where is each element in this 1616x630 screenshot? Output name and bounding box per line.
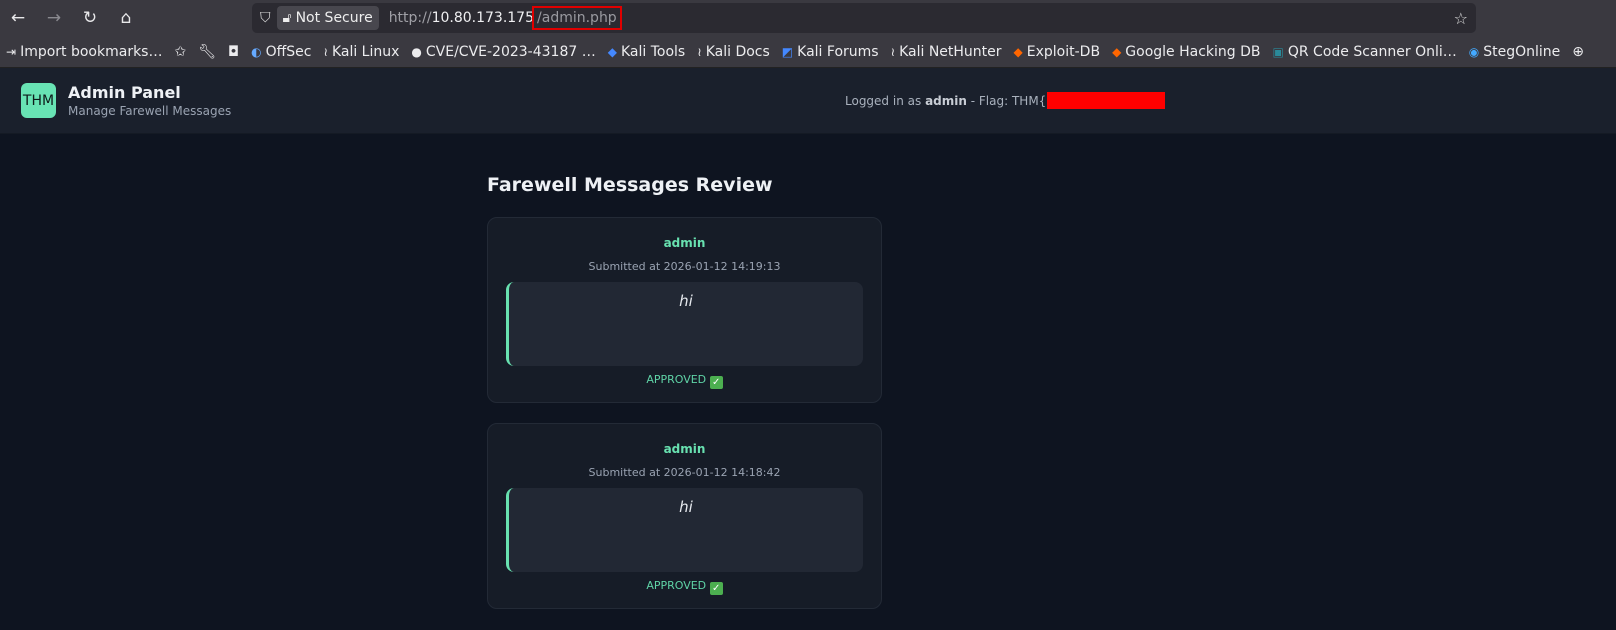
flag-label: - Flag: THM{ bbox=[970, 93, 1047, 108]
flag-redaction bbox=[1047, 92, 1166, 109]
status-label: APPROVED bbox=[646, 579, 707, 592]
messages-section: Farewell Messages Review admin Submitted… bbox=[487, 174, 882, 629]
lock-insecure-icon: 🔓︎ bbox=[282, 10, 292, 26]
bookmark-label: Kali Tools bbox=[620, 43, 686, 60]
bookmark-kali-linux[interactable]: ≀Kali Linux bbox=[323, 44, 399, 60]
url-path: admin.php bbox=[541, 10, 617, 26]
bookmark-kali-nethunter[interactable]: ≀Kali NetHunter bbox=[891, 44, 1002, 60]
shield-icon[interactable]: ⛉ bbox=[260, 10, 271, 26]
url-text[interactable]: http://10.80.173.175/admin.php bbox=[388, 6, 622, 30]
bookmark-kali-docs[interactable]: ≀Kali Docs bbox=[697, 44, 770, 60]
bookmark-star-icon[interactable]: ☆ bbox=[1453, 8, 1468, 28]
bookmark-label: Kali Linux bbox=[331, 43, 400, 60]
message-timestamp: Submitted at 2026-01-12 14:19:13 bbox=[588, 260, 781, 273]
bookmark-label: Exploit-DB bbox=[1026, 43, 1101, 60]
message-user: admin bbox=[663, 236, 706, 250]
ghdb-icon: ◆ bbox=[1112, 44, 1122, 59]
stegonline-icon: ◉ bbox=[1468, 44, 1480, 59]
kali-icon: ≀ bbox=[890, 44, 896, 59]
app-title: Admin Panel bbox=[68, 83, 181, 102]
login-user: admin bbox=[925, 93, 967, 108]
url-host: 10.80.173.175 bbox=[431, 10, 535, 26]
admin-header: THM Admin Panel Manage Farewell Messages… bbox=[0, 68, 1616, 134]
bookmark-ghdb[interactable]: ◆Google Hacking DB bbox=[1112, 44, 1260, 60]
status-badge: APPROVED ✓ bbox=[488, 373, 881, 389]
kali-forums-icon: ◩ bbox=[781, 44, 794, 59]
message-user: admin bbox=[663, 442, 706, 456]
bookmark-label: Kali Forums bbox=[797, 43, 879, 60]
bookmark-stegonline[interactable]: ◉StegOnline bbox=[1469, 44, 1561, 60]
bookmark-label: Import bookmarks… bbox=[20, 43, 163, 60]
import-icon: ⇥ bbox=[6, 44, 17, 59]
url-path-highlight: /admin.php bbox=[532, 6, 622, 30]
url-sep: / bbox=[537, 10, 542, 26]
reload-icon[interactable]: ↻ bbox=[82, 8, 98, 28]
bookmark-label: StegOnline bbox=[1483, 43, 1561, 60]
forward-icon[interactable]: → bbox=[46, 8, 62, 28]
message-card: admin Submitted at 2026-01-12 14:18:42 h… bbox=[487, 423, 882, 609]
url-bar[interactable]: ⛉ 🔓︎Not Secure http://10.80.173.175/admi… bbox=[252, 3, 1476, 33]
wrench-icon[interactable]: 🔧︎ bbox=[198, 43, 216, 60]
bookmark-offsec[interactable]: ◐OffSec bbox=[251, 44, 311, 60]
bookmark-label: CVE/CVE-2023-43187 … bbox=[425, 43, 596, 60]
security-badge[interactable]: 🔓︎Not Secure bbox=[276, 6, 379, 30]
status-badge: APPROVED ✓ bbox=[488, 579, 881, 595]
qr-icon: ▣ bbox=[1272, 44, 1284, 59]
thm-logo: THM bbox=[21, 83, 56, 118]
bookmark-cve[interactable]: ●CVE/CVE-2023-43187 … bbox=[411, 44, 595, 60]
login-prefix: Logged in as bbox=[845, 93, 922, 108]
bookmark-label: QR Code Scanner Onli… bbox=[1287, 43, 1457, 60]
bookmark-qr[interactable]: ▣QR Code Scanner Onli… bbox=[1273, 44, 1457, 60]
bookmark-import[interactable]: ⇥Import bookmarks… bbox=[6, 44, 162, 60]
camera-icon[interactable]: ◘ bbox=[228, 43, 240, 60]
offsec-icon: ◐ bbox=[251, 44, 262, 59]
exploit-db-icon: ◆ bbox=[1013, 44, 1023, 59]
security-label: Not Secure bbox=[295, 10, 373, 26]
check-icon: ✓ bbox=[709, 376, 723, 389]
back-icon[interactable]: ← bbox=[10, 8, 26, 28]
star-icon[interactable]: ✩ bbox=[174, 43, 187, 60]
bookmark-label: OffSec bbox=[265, 43, 312, 60]
home-icon[interactable]: ⌂ bbox=[120, 8, 132, 28]
message-timestamp: Submitted at 2026-01-12 14:18:42 bbox=[588, 466, 781, 479]
github-icon: ● bbox=[411, 44, 422, 59]
kali-icon: ≀ bbox=[697, 44, 702, 59]
globe-icon[interactable]: ⊕ bbox=[1572, 43, 1585, 60]
bookmarks-bar: ⇥Import bookmarks… ✩ 🔧︎ ◘ ◐OffSec ≀Kali … bbox=[0, 36, 1616, 68]
bookmark-kali-forums[interactable]: ◩Kali Forums bbox=[782, 44, 879, 60]
bookmark-label: Google Hacking DB bbox=[1125, 43, 1261, 60]
message-card: admin Submitted at 2026-01-12 14:19:13 h… bbox=[487, 217, 882, 403]
bookmark-label: Kali NetHunter bbox=[899, 43, 1002, 60]
browser-toolbar: ← → ↻ ⌂ ⛉ 🔓︎Not Secure http://10.80.173.… bbox=[0, 0, 1616, 36]
url-prefix: http:// bbox=[388, 10, 432, 26]
bookmark-label: Kali Docs bbox=[705, 43, 770, 60]
page-title: Farewell Messages Review bbox=[487, 174, 773, 196]
bookmark-exploit-db[interactable]: ◆Exploit-DB bbox=[1014, 44, 1101, 60]
message-text: hi bbox=[506, 282, 863, 366]
login-status: Logged in as admin - Flag: THM{ bbox=[845, 92, 1166, 109]
kali-icon: ≀ bbox=[323, 44, 328, 59]
check-icon: ✓ bbox=[709, 582, 723, 595]
status-label: APPROVED bbox=[646, 373, 707, 386]
bookmark-kali-tools[interactable]: ◆Kali Tools bbox=[608, 44, 685, 60]
app-subtitle: Manage Farewell Messages bbox=[68, 104, 232, 118]
message-text: hi bbox=[506, 488, 863, 572]
kali-tools-icon: ◆ bbox=[607, 44, 617, 59]
